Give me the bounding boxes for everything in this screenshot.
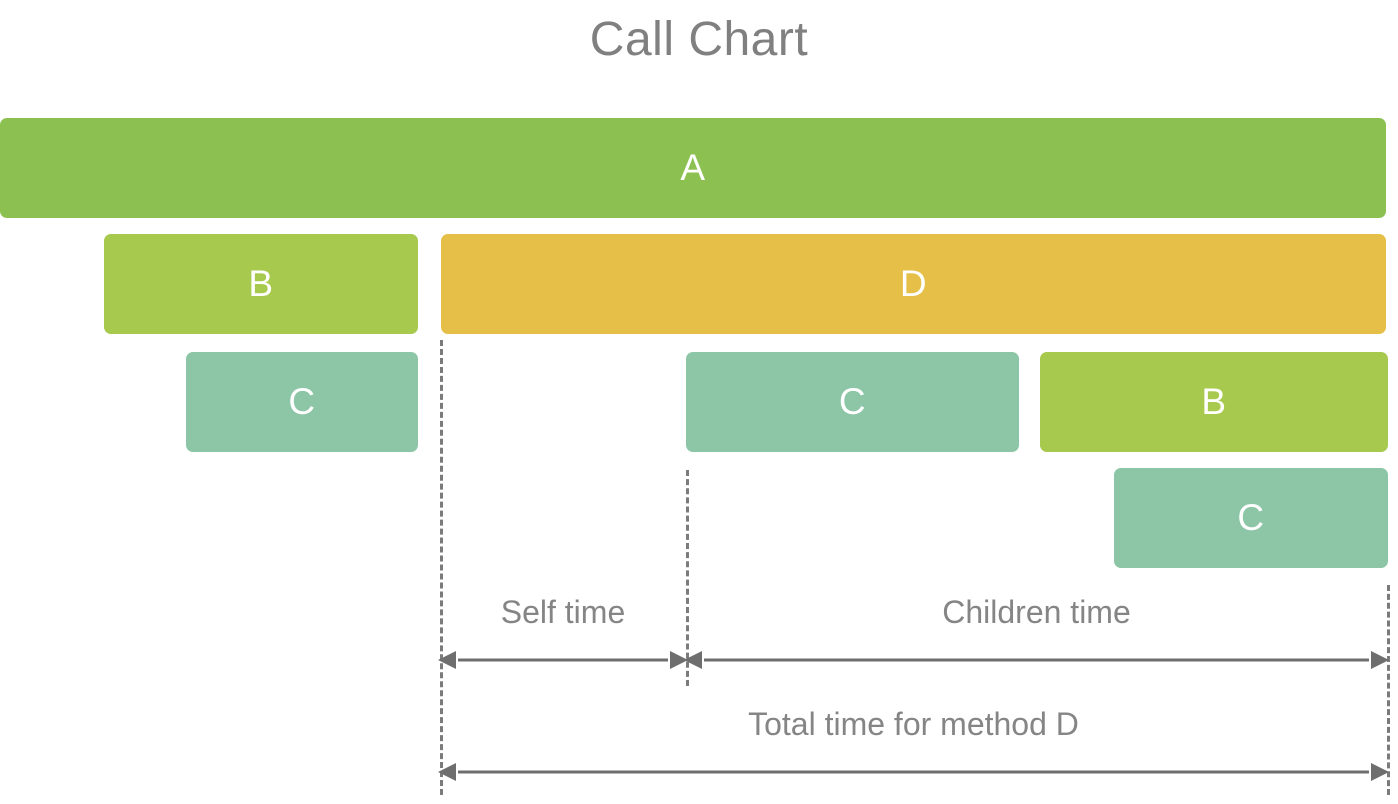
flame-bar-c-depth2[interactable]: C bbox=[186, 352, 418, 452]
guide-line-d-start bbox=[440, 340, 443, 795]
flame-bar-label: C bbox=[838, 381, 867, 422]
flame-bar-a-depth0[interactable]: A bbox=[0, 118, 1386, 218]
flame-bar-b-depth2[interactable]: B bbox=[1040, 352, 1388, 452]
flame-bar-b-depth1[interactable]: B bbox=[104, 234, 418, 334]
measure-arrow-total-time-for-method-d bbox=[438, 759, 1389, 785]
flame-bar-label: B bbox=[248, 263, 274, 304]
measure-arrow-children-time bbox=[684, 647, 1389, 673]
guide-line-d-end bbox=[1387, 585, 1390, 795]
flame-bar-label: C bbox=[1237, 497, 1265, 538]
measure-label-self-time: Self time bbox=[500, 594, 626, 630]
measure-label-total-time-for-method-d: Total time for method D bbox=[748, 706, 1079, 742]
guide-line-d-self-end bbox=[686, 470, 689, 686]
page-title: Call Chart bbox=[589, 13, 809, 66]
flame-bar-c-depth2[interactable]: C bbox=[686, 352, 1019, 452]
flame-bar-d-depth1[interactable]: D bbox=[441, 234, 1386, 334]
flame-bar-label: D bbox=[899, 263, 928, 304]
flame-bar-label: B bbox=[1201, 381, 1227, 422]
flame-bar-c-depth3[interactable]: C bbox=[1114, 468, 1388, 568]
measure-label-children-time: Children time bbox=[942, 594, 1131, 630]
measure-arrow-self-time bbox=[438, 647, 688, 673]
flame-bar-label: C bbox=[288, 381, 316, 422]
flame-bar-label: A bbox=[680, 147, 706, 188]
